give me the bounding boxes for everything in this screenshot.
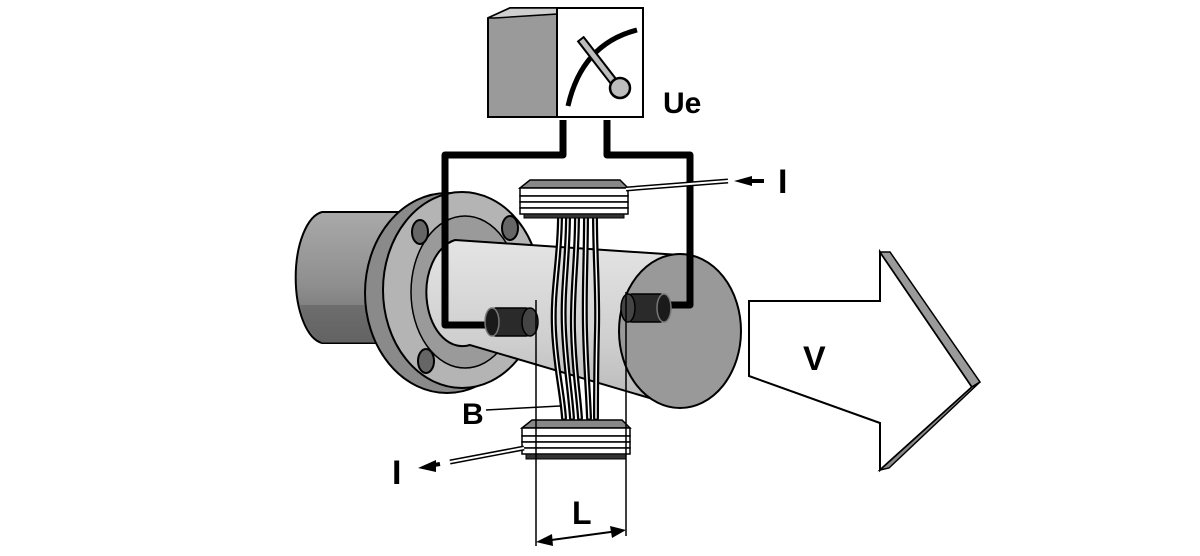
coil-bottom <box>519 419 632 460</box>
electrode-left <box>484 307 539 337</box>
field-leader-line <box>485 405 561 411</box>
dimension-l <box>535 292 627 546</box>
flange-bolt-holes <box>411 215 519 374</box>
velocity-label: V <box>803 340 826 378</box>
electrode-spacing-label: L <box>572 495 592 531</box>
voltmeter <box>487 7 644 118</box>
flow-arrow <box>748 248 982 473</box>
magnetic-field-label: B <box>462 398 484 431</box>
voltage-label: Ue <box>663 87 701 120</box>
magnetic-field-lines <box>550 212 601 421</box>
coil-top <box>517 179 630 219</box>
current-label-top: I <box>778 163 787 201</box>
current-lead-top <box>625 176 764 192</box>
signal-wires <box>441 120 694 329</box>
gauge-needle-icon <box>565 27 638 107</box>
current-lead-bottom <box>418 445 525 472</box>
current-label-bottom: I <box>392 454 401 492</box>
electrode-right <box>620 293 672 323</box>
